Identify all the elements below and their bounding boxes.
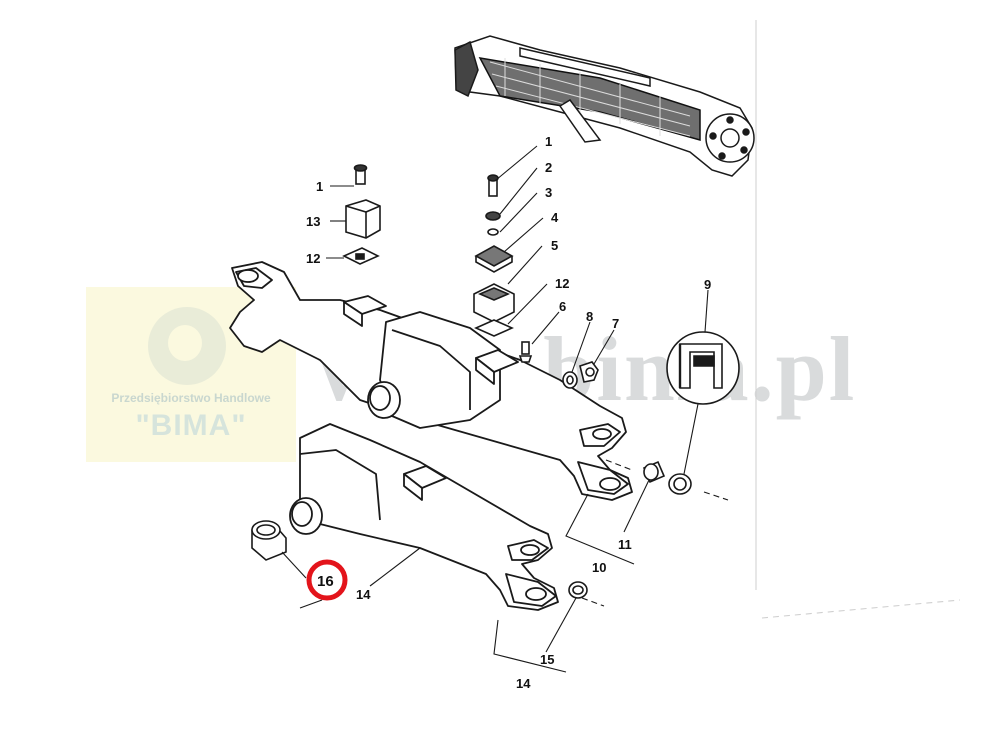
callout-5: 5	[551, 238, 558, 253]
callout-11: 11	[618, 537, 632, 552]
upper-axle-beam	[229, 261, 633, 501]
rubber-block-13-icon	[345, 199, 381, 239]
grease-nipple-6-icon	[521, 341, 530, 355]
logo-company-line: Przedsiębiorstwo Handlowe	[111, 391, 271, 405]
callout-1-right: 1	[545, 134, 552, 149]
callout-9: 9	[704, 277, 711, 292]
logo-company-name: "BIMA"	[135, 409, 247, 442]
callout-4: 4	[551, 210, 559, 225]
callout-2: 2	[545, 160, 552, 175]
plate-4-icon	[474, 245, 514, 267]
callout-8: 8	[586, 309, 593, 324]
shim-12-right-icon	[474, 319, 514, 337]
callout-6: 6	[559, 299, 566, 314]
lower-axle-beam	[289, 423, 559, 611]
callout-labels: 1 13 12 1 2 3 4 5 12 6 8 7 9 11 10 14 15…	[306, 134, 711, 691]
washer-3-icon	[487, 228, 499, 236]
bushings-and-seals	[251, 331, 740, 599]
washer-2-icon	[485, 211, 501, 221]
callout-7: 7	[612, 316, 619, 331]
callout-13: 13	[306, 214, 320, 229]
axle-overview-illustration	[454, 35, 755, 177]
callout-12-right: 12	[555, 276, 569, 291]
leader-lines	[281, 145, 961, 673]
callout-14-bottom: 14	[516, 676, 531, 691]
highlighted-part-marker: 16	[306, 559, 348, 601]
callout-15: 15	[540, 652, 554, 667]
callout-12-left: 12	[306, 251, 320, 266]
callout-10: 10	[592, 560, 606, 575]
right-mount-stack	[473, 174, 533, 363]
highlight-ring-icon	[306, 559, 348, 601]
callout-14-left: 14	[356, 587, 371, 602]
callout-3: 3	[545, 185, 552, 200]
logo-emblem-icon	[148, 307, 226, 385]
left-mount-stack	[342, 164, 381, 265]
callout-16: 16	[317, 573, 334, 590]
callout-1-left: 1	[316, 179, 323, 194]
seal-detail-9-icon	[666, 331, 740, 405]
